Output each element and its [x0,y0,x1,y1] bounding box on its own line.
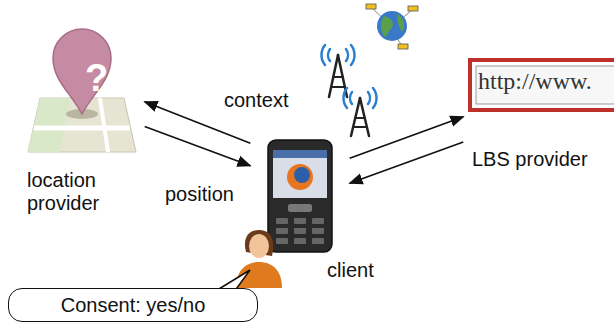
edge-label: position [163,183,236,206]
browser-address-box [470,60,614,110]
flow-arrow [350,117,464,159]
consent-bubble: Consent: yes/no [8,288,258,322]
edge-label: context [222,89,290,112]
flow-arrow [350,142,464,183]
radio-tower [321,45,376,136]
client-device: client [255,135,345,260]
node-label: Consent: yes/no [61,294,206,317]
location-provider: location provider? [15,25,140,217]
pin-symbol: ? [85,59,108,97]
node-label: client [327,259,374,282]
node-label: LBS provider [472,148,614,171]
phone-icon [268,140,332,252]
node-label: location provider [27,169,140,215]
lbs-provider: LBS provider http://www. [468,55,614,175]
map-icon [28,29,136,152]
flow-arrow [145,127,251,166]
url-text: http://www. [478,69,592,93]
satellite-globe [366,4,418,49]
